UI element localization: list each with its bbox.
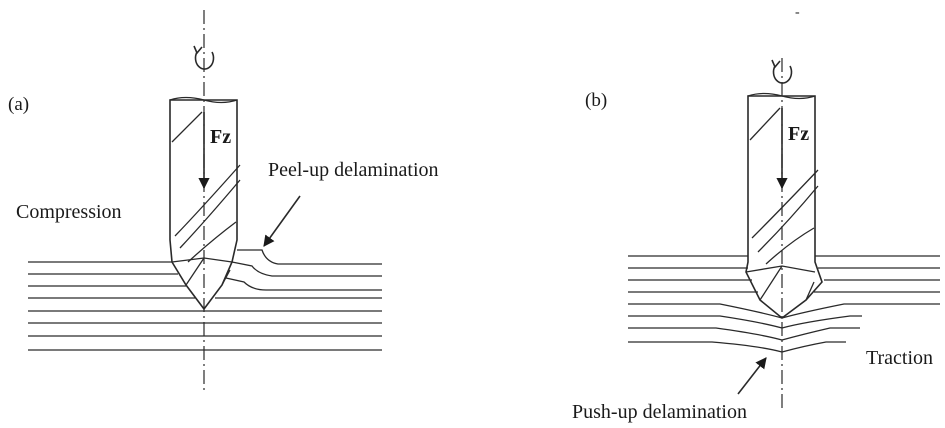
peel-up-pointer-arrow bbox=[263, 195, 301, 247]
peel-up-delamination-label: Peel-up delamination bbox=[268, 159, 439, 181]
panel-b-label: (b) bbox=[585, 90, 607, 111]
rotation-icon bbox=[193, 45, 215, 70]
compression-label: Compression bbox=[16, 201, 122, 223]
stray-mark: - bbox=[795, 5, 800, 20]
panel-a-label: (a) bbox=[8, 94, 29, 115]
rotation-icon-b bbox=[771, 59, 793, 84]
panel-b: - Fz bbox=[572, 5, 940, 423]
traction-label: Traction bbox=[866, 347, 933, 369]
drill-bit-b bbox=[745, 92, 823, 320]
force-label-b: Fz bbox=[788, 123, 809, 145]
panel-a: Fz (a) Compression Peel-up delamination bbox=[8, 10, 439, 392]
push-up-delamination-label: Push-up delamination bbox=[572, 401, 747, 423]
laminate-layers-b bbox=[628, 255, 940, 353]
force-label-a: Fz bbox=[210, 126, 231, 148]
push-up-pointer-arrow bbox=[737, 357, 767, 395]
laminate-layers-a bbox=[28, 249, 382, 351]
drill-bit-a bbox=[169, 96, 241, 311]
